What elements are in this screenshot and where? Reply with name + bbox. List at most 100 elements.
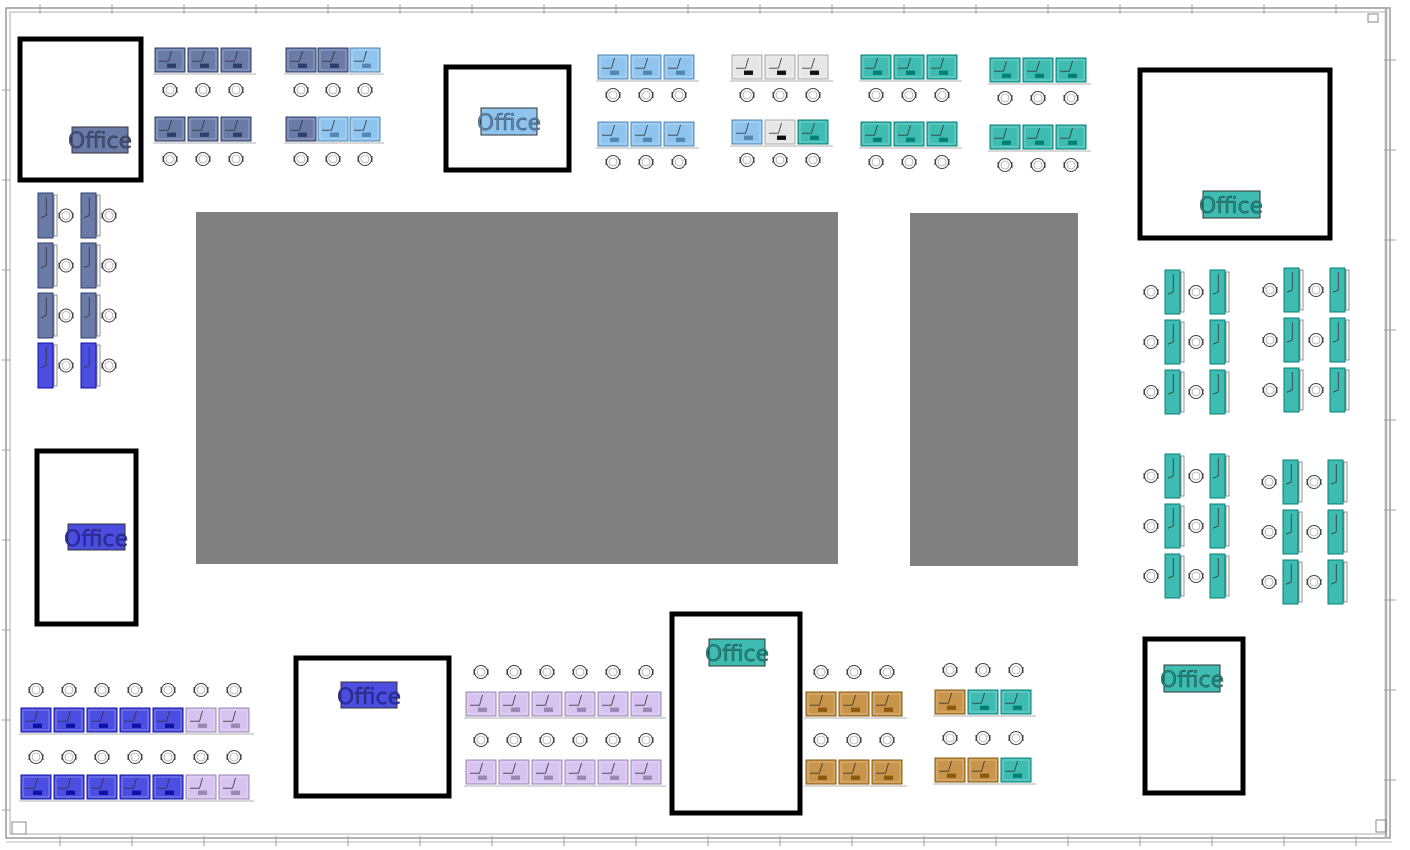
desk[interactable] <box>597 121 629 147</box>
desk[interactable] <box>1209 503 1230 549</box>
office-3[interactable]: Office <box>1137 67 1333 241</box>
office-2[interactable]: Office <box>443 64 572 173</box>
desk[interactable] <box>80 242 101 289</box>
desk[interactable] <box>731 54 763 80</box>
desk[interactable] <box>838 691 870 717</box>
desk[interactable] <box>37 242 58 289</box>
desk[interactable] <box>37 192 58 239</box>
desk[interactable] <box>80 292 101 339</box>
desk[interactable] <box>119 774 151 800</box>
desk[interactable] <box>1164 453 1185 499</box>
office-4[interactable]: Office <box>34 448 139 627</box>
desk[interactable] <box>465 691 497 717</box>
desk[interactable] <box>86 774 118 800</box>
desk[interactable] <box>1283 317 1304 363</box>
desk[interactable] <box>1022 124 1054 150</box>
desk[interactable] <box>1329 267 1350 313</box>
desk[interactable] <box>630 121 662 147</box>
desk[interactable] <box>1283 267 1304 313</box>
desk[interactable] <box>1209 453 1230 499</box>
desk[interactable] <box>597 759 629 785</box>
desk[interactable] <box>185 774 217 800</box>
office-6[interactable]: Office <box>669 611 803 816</box>
desk[interactable] <box>1164 503 1185 549</box>
desk[interactable] <box>1164 269 1185 315</box>
desk[interactable] <box>152 774 184 800</box>
desk[interactable] <box>1164 553 1185 599</box>
desk[interactable] <box>154 116 186 142</box>
desk[interactable] <box>1164 319 1185 365</box>
desk[interactable] <box>187 116 219 142</box>
desk[interactable] <box>20 774 52 800</box>
desk[interactable] <box>860 121 892 147</box>
desk[interactable] <box>989 57 1021 83</box>
desk[interactable] <box>926 54 958 80</box>
desk[interactable] <box>871 759 903 785</box>
desk[interactable] <box>218 774 250 800</box>
desk[interactable] <box>663 121 695 147</box>
desk[interactable] <box>871 691 903 717</box>
desk[interactable] <box>1022 57 1054 83</box>
desk[interactable] <box>152 707 184 733</box>
desk[interactable] <box>731 119 763 145</box>
office-7[interactable]: Office <box>1142 636 1246 796</box>
desk[interactable] <box>53 707 85 733</box>
desk[interactable] <box>893 54 925 80</box>
desk[interactable] <box>20 707 52 733</box>
desk[interactable] <box>564 691 596 717</box>
desk[interactable] <box>934 757 966 783</box>
desk[interactable] <box>317 47 349 73</box>
desk[interactable] <box>80 342 101 389</box>
desk[interactable] <box>1164 369 1185 415</box>
desk[interactable] <box>220 116 252 142</box>
desk[interactable] <box>564 759 596 785</box>
desk[interactable] <box>1055 57 1087 83</box>
desk[interactable] <box>37 342 58 389</box>
desk[interactable] <box>1000 689 1032 715</box>
desk[interactable] <box>934 689 966 715</box>
desk[interactable] <box>86 707 118 733</box>
desk[interactable] <box>838 759 870 785</box>
desk[interactable] <box>531 691 563 717</box>
desk[interactable] <box>220 47 252 73</box>
desk[interactable] <box>926 121 958 147</box>
desk[interactable] <box>1209 369 1230 415</box>
desk[interactable] <box>630 54 662 80</box>
desk[interactable] <box>1209 553 1230 599</box>
desk[interactable] <box>1282 509 1303 555</box>
desk[interactable] <box>805 691 837 717</box>
desk[interactable] <box>1209 319 1230 365</box>
desk[interactable] <box>1329 317 1350 363</box>
desk[interactable] <box>630 691 662 717</box>
desk[interactable] <box>80 192 101 239</box>
desk[interactable] <box>1000 757 1032 783</box>
desk[interactable] <box>349 116 381 142</box>
desk[interactable] <box>498 759 530 785</box>
desk[interactable] <box>285 116 317 142</box>
desk[interactable] <box>187 47 219 73</box>
desk[interactable] <box>349 47 381 73</box>
desk[interactable] <box>531 759 563 785</box>
desk[interactable] <box>597 54 629 80</box>
desk[interactable] <box>764 54 796 80</box>
desk[interactable] <box>1282 559 1303 605</box>
desk[interactable] <box>797 119 829 145</box>
desk[interactable] <box>630 759 662 785</box>
desk[interactable] <box>1282 459 1303 505</box>
desk[interactable] <box>498 691 530 717</box>
desk[interactable] <box>989 124 1021 150</box>
desk[interactable] <box>805 759 837 785</box>
office-5[interactable]: Office <box>293 655 452 799</box>
desk[interactable] <box>1327 509 1348 555</box>
desk[interactable] <box>967 757 999 783</box>
desk[interactable] <box>1055 124 1087 150</box>
desk[interactable] <box>1329 367 1350 413</box>
desk[interactable] <box>1327 459 1348 505</box>
desk[interactable] <box>53 774 85 800</box>
desk[interactable] <box>967 689 999 715</box>
desk[interactable] <box>764 119 796 145</box>
desk[interactable] <box>1283 367 1304 413</box>
desk[interactable] <box>37 292 58 339</box>
desk[interactable] <box>185 707 217 733</box>
desk[interactable] <box>893 121 925 147</box>
